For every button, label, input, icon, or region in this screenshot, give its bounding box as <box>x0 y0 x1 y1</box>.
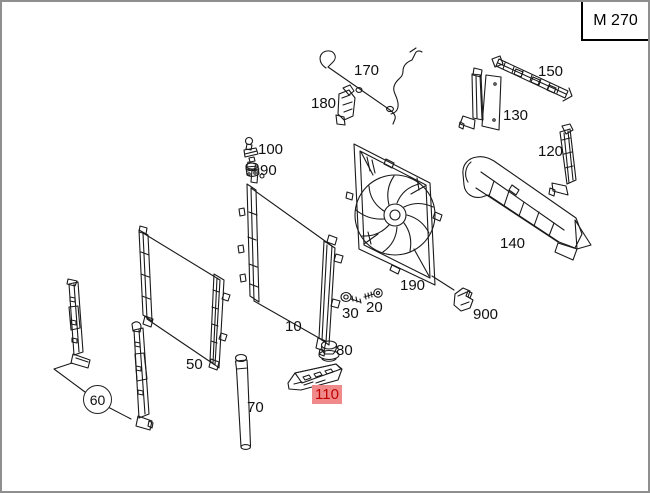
part-60-leader-lines <box>53 362 132 420</box>
part-10-drawing-radiator[interactable] <box>237 161 344 357</box>
part-label-20[interactable]: 20 <box>366 299 383 316</box>
part-30-drawing-screw[interactable] <box>340 291 362 304</box>
part-label-190[interactable]: 190 <box>400 277 426 294</box>
model-code-box: M 270 <box>581 2 648 41</box>
part-50-drawing-condenser[interactable] <box>138 225 231 371</box>
part-label-30[interactable]: 30 <box>342 305 359 322</box>
part-180-drawing-bracket[interactable] <box>335 84 356 126</box>
part-140-drawing-air-duct[interactable] <box>462 156 592 261</box>
part-label-900[interactable]: 900 <box>473 306 499 323</box>
part-130-drawing-bracket[interactable] <box>458 67 502 131</box>
part-label-10[interactable]: 10 <box>285 318 302 335</box>
part-900-drawing-clip[interactable] <box>431 275 474 312</box>
part-170-drawing-hose[interactable] <box>319 47 423 125</box>
part-label-170[interactable]: 170 <box>354 62 380 79</box>
part-label-100[interactable]: 100 <box>258 141 284 158</box>
part-label-80[interactable]: 80 <box>336 342 353 359</box>
part-label-70[interactable]: 70 <box>247 399 264 416</box>
part-120-drawing-bracket[interactable] <box>548 123 577 197</box>
part-20-drawing-fitting[interactable] <box>363 288 383 300</box>
part-110-drawing-bracket[interactable] <box>287 363 343 391</box>
part-label-130[interactable]: 130 <box>503 107 529 124</box>
part-label-140[interactable]: 140 <box>500 235 526 252</box>
part-60-drawing-bracket-left[interactable] <box>66 278 91 369</box>
part-label-110-highlighted[interactable]: 110 <box>312 385 342 404</box>
part-190-drawing-fan-shroud[interactable] <box>345 143 443 286</box>
part-70-drawing-tube[interactable] <box>234 353 252 450</box>
part-label-50[interactable]: 50 <box>186 356 203 373</box>
part-label-60-text: 60 <box>89 391 106 408</box>
part-label-120[interactable]: 120 <box>538 143 564 160</box>
part-label-60-circled[interactable]: 60 <box>83 385 112 414</box>
part-60-drawing-bracket-right[interactable] <box>131 321 154 431</box>
part-100-drawing-valve[interactable] <box>243 136 259 163</box>
part-150-drawing-crossmember[interactable] <box>491 55 573 102</box>
model-code-label: M 270 <box>593 11 638 29</box>
part-80-drawing-mount[interactable] <box>318 340 340 362</box>
part-label-150[interactable]: 150 <box>538 63 564 80</box>
part-label-90[interactable]: 90 <box>260 162 277 179</box>
part-label-180[interactable]: 180 <box>311 95 337 112</box>
